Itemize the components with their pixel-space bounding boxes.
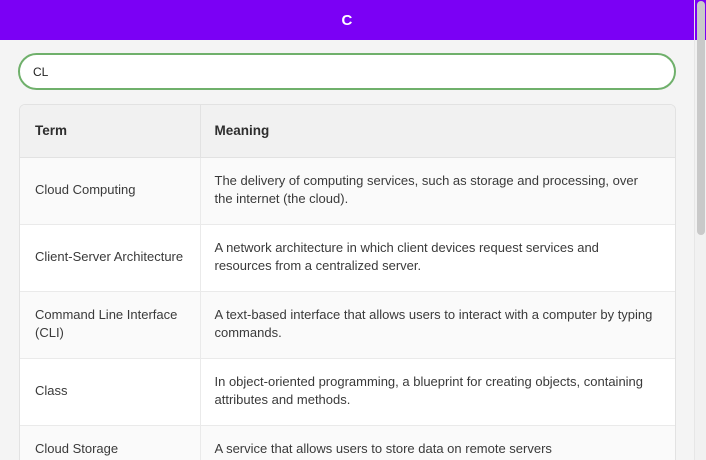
table-row: Client-Server Architecture A network arc… — [20, 224, 675, 292]
page-scrollbar[interactable] — [694, 0, 706, 460]
cell-meaning: A network architecture in which client d… — [199, 224, 675, 292]
scrollbar-thumb[interactable] — [697, 1, 705, 235]
cell-meaning: In object-oriented programming, a bluepr… — [199, 358, 675, 426]
column-header-term: Term — [20, 105, 200, 158]
table-header: Term Meaning — [20, 105, 675, 158]
table-row: Class In object-oriented programming, a … — [20, 358, 675, 426]
cell-meaning: The delivery of computing services, such… — [199, 157, 675, 225]
cell-term: Class — [20, 358, 200, 426]
search-container — [0, 40, 694, 90]
glossary-table: Term Meaning Cloud Computing The deliver… — [20, 105, 675, 460]
cell-meaning: A text-based interface that allows users… — [199, 291, 675, 359]
cell-meaning: A service that allows users to store dat… — [199, 425, 675, 460]
table-row: Cloud Computing The delivery of computin… — [20, 157, 675, 225]
table-body: Cloud Computing The delivery of computin… — [20, 157, 675, 460]
cell-term: Cloud Computing — [20, 157, 200, 225]
column-header-meaning: Meaning — [199, 105, 675, 158]
cell-term: Cloud Storage — [20, 425, 200, 460]
glossary-table-container: Term Meaning Cloud Computing The deliver… — [19, 104, 676, 460]
page-title: C — [341, 11, 353, 29]
search-input[interactable] — [18, 53, 676, 90]
cell-term: Command Line Interface (CLI) — [20, 291, 200, 359]
cell-term: Client-Server Architecture — [20, 224, 200, 292]
app-header: C — [0, 0, 694, 40]
table-header-row: Term Meaning — [20, 105, 675, 158]
table-row: Cloud Storage A service that allows user… — [20, 425, 675, 460]
table-row: Command Line Interface (CLI) A text-base… — [20, 291, 675, 359]
